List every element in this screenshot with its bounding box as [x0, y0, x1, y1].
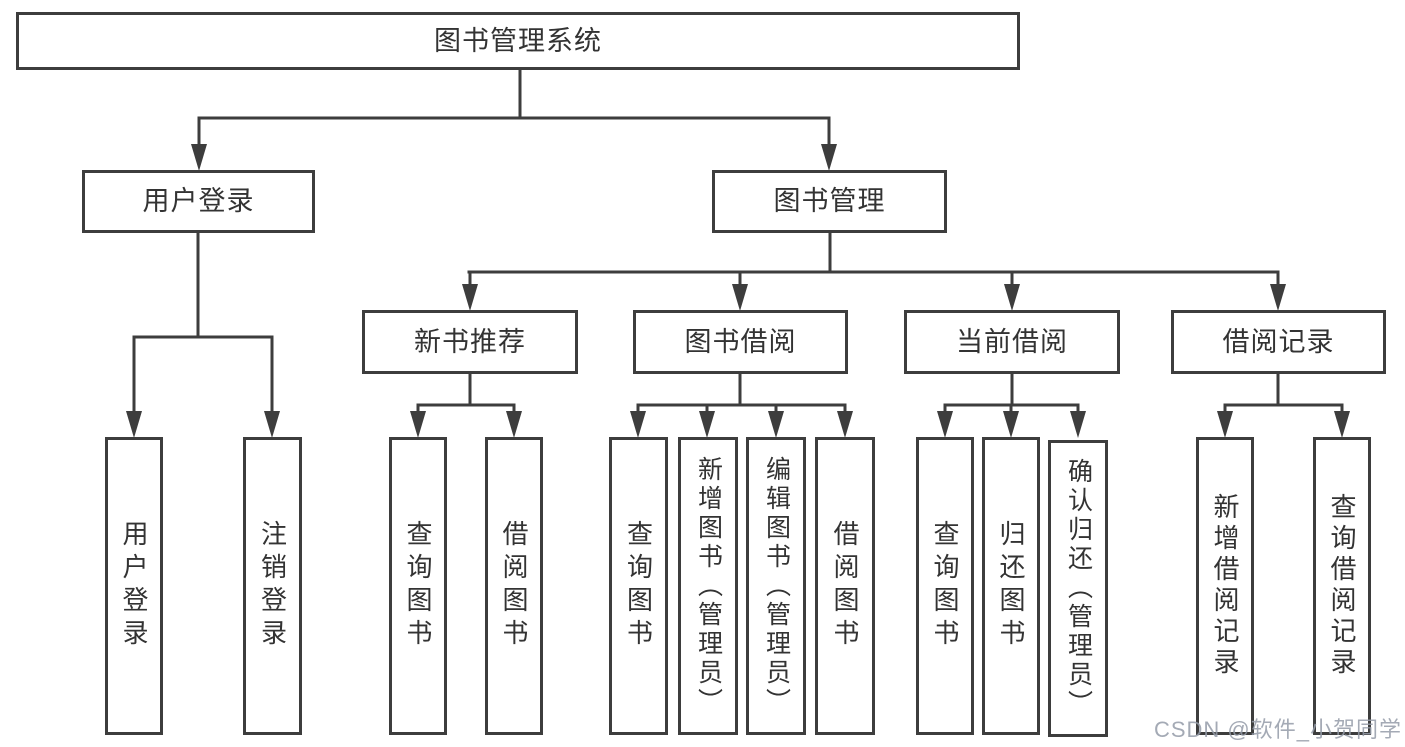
leaf-query-books-recommend: 查询图书 — [389, 437, 447, 735]
leaf-logout-login: 注销登录 — [243, 437, 302, 735]
leaf-query-books-current: 查询图书 — [916, 437, 974, 735]
node-book-management: 图书管理 — [712, 170, 947, 233]
node-root: 图书管理系统 — [16, 12, 1020, 70]
leaf-user-login: 用户登录 — [105, 437, 163, 735]
leaf-borrow-books-borrow: 借阅图书 — [815, 437, 875, 735]
leaf-edit-book-admin: 编辑图书（管理员） — [746, 437, 806, 735]
watermark-text: CSDN @软件_小贺同学 — [1153, 717, 1402, 742]
node-borrowing-records: 借阅记录 — [1171, 310, 1386, 374]
node-current-borrowing: 当前借阅 — [904, 310, 1120, 374]
leaf-confirm-return-admin: 确认归还（管理员） — [1048, 440, 1108, 737]
node-book-borrowing: 图书借阅 — [633, 310, 848, 374]
node-new-book-recommendation: 新书推荐 — [362, 310, 578, 374]
leaf-add-book-admin: 新增图书（管理员） — [678, 437, 738, 735]
leaf-return-books: 归还图书 — [982, 437, 1040, 735]
node-user-login: 用户登录 — [82, 170, 315, 233]
leaf-query-borrow-record: 查询借阅记录 — [1313, 437, 1371, 735]
leaf-query-books-borrow: 查询图书 — [609, 437, 668, 735]
leaf-add-borrow-record: 新增借阅记录 — [1196, 437, 1254, 735]
leaf-borrow-books-recommend: 借阅图书 — [485, 437, 543, 735]
arrowheads — [126, 144, 1350, 438]
